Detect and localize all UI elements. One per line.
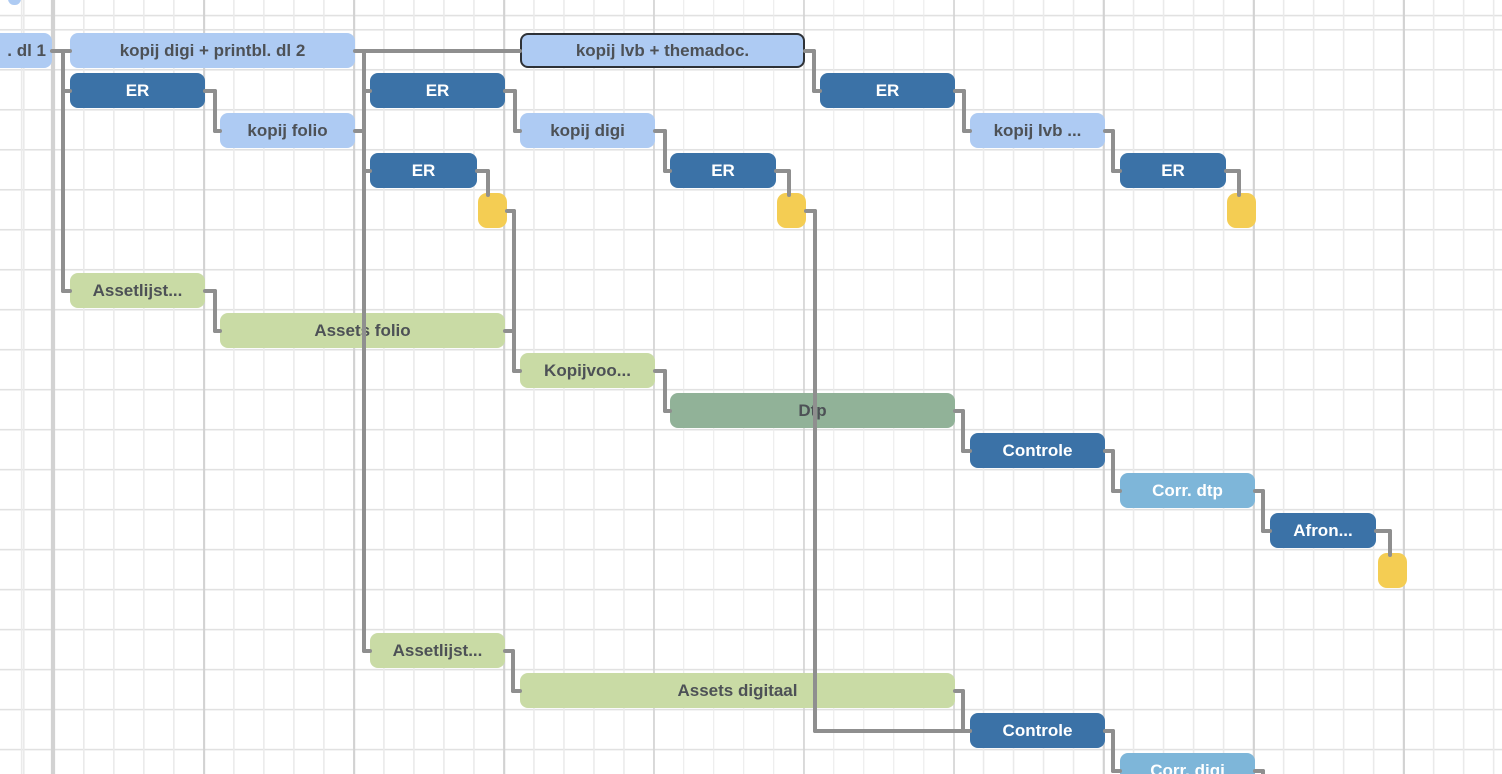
task-label: Assets digitaal — [677, 680, 798, 700]
task-label: Controle — [1002, 720, 1073, 740]
task-corr-dtp[interactable]: Corr. dtp — [1120, 473, 1255, 508]
task-label: kopij digi + printbl. dl 2 — [119, 40, 306, 60]
task-label: ER — [711, 160, 735, 180]
task-assets-digitaal[interactable]: Assets digitaal — [520, 673, 955, 708]
task-kopij-digi[interactable]: kopij digi — [520, 113, 655, 148]
task-label: kopij lvb ... — [993, 120, 1082, 140]
task-label: Corr. dtp — [1152, 480, 1223, 500]
task-label: ER — [125, 80, 150, 100]
task-controle-1[interactable]: Controle — [970, 433, 1105, 468]
milestone-4[interactable] — [1378, 553, 1407, 588]
task-printbl-dl-1[interactable]: . dl 1 — [0, 33, 52, 68]
task-corr-digi[interactable]: Corr. digi — [1120, 753, 1255, 774]
task-er-6[interactable]: ER — [1120, 153, 1226, 188]
task-er-2[interactable]: ER — [370, 73, 505, 108]
task-kopij-lvb-themadoc[interactable]: kopij lvb + themadoc. — [520, 33, 805, 68]
task-assets-folio[interactable]: Assets folio — [220, 313, 505, 348]
task-dtp[interactable]: Dtp — [670, 393, 955, 428]
task-label: ER — [425, 80, 450, 100]
task-offscreen-bar-top[interactable] — [8, 0, 21, 5]
task-er-1[interactable]: ER — [70, 73, 205, 108]
task-kopij-digi-printbl-dl-2[interactable]: kopij digi + printbl. dl 2 — [70, 33, 355, 68]
task-er-3[interactable]: ER — [820, 73, 955, 108]
task-er-4[interactable]: ER — [370, 153, 477, 188]
task-label: . dl 1 — [7, 40, 46, 60]
task-kopij-lvb[interactable]: kopij lvb ... — [970, 113, 1105, 148]
task-label: ER — [1161, 160, 1185, 180]
task-label: kopij folio — [247, 120, 328, 140]
task-label: Afron... — [1293, 520, 1353, 540]
task-er-5[interactable]: ER — [670, 153, 776, 188]
task-label: Assetlijst... — [392, 640, 483, 660]
milestone-2[interactable] — [777, 193, 806, 228]
task-label: ER — [411, 160, 436, 180]
task-afronding[interactable]: Afron... — [1270, 513, 1376, 548]
task-label: Corr. digi — [1150, 760, 1225, 774]
task-label: ER — [875, 80, 900, 100]
task-label: Dtp — [798, 400, 827, 420]
task-assetlijst-folio[interactable]: Assetlijst... — [70, 273, 205, 308]
task-controle-2[interactable]: Controle — [970, 713, 1105, 748]
milestone-3[interactable] — [1227, 193, 1256, 228]
milestone-1[interactable] — [478, 193, 507, 228]
task-label: Kopijvoo... — [544, 360, 631, 380]
task-label: Assetlijst... — [92, 280, 183, 300]
task-label: kopij lvb + themadoc. — [575, 40, 750, 60]
task-label: Assets folio — [314, 320, 411, 340]
task-kopij-folio[interactable]: kopij folio — [220, 113, 355, 148]
task-assetlijst-digitaal[interactable]: Assetlijst... — [370, 633, 505, 668]
task-label: Controle — [1002, 440, 1073, 460]
task-kopijvoorbereiding[interactable]: Kopijvoo... — [520, 353, 655, 388]
task-label: kopij digi — [550, 120, 625, 140]
